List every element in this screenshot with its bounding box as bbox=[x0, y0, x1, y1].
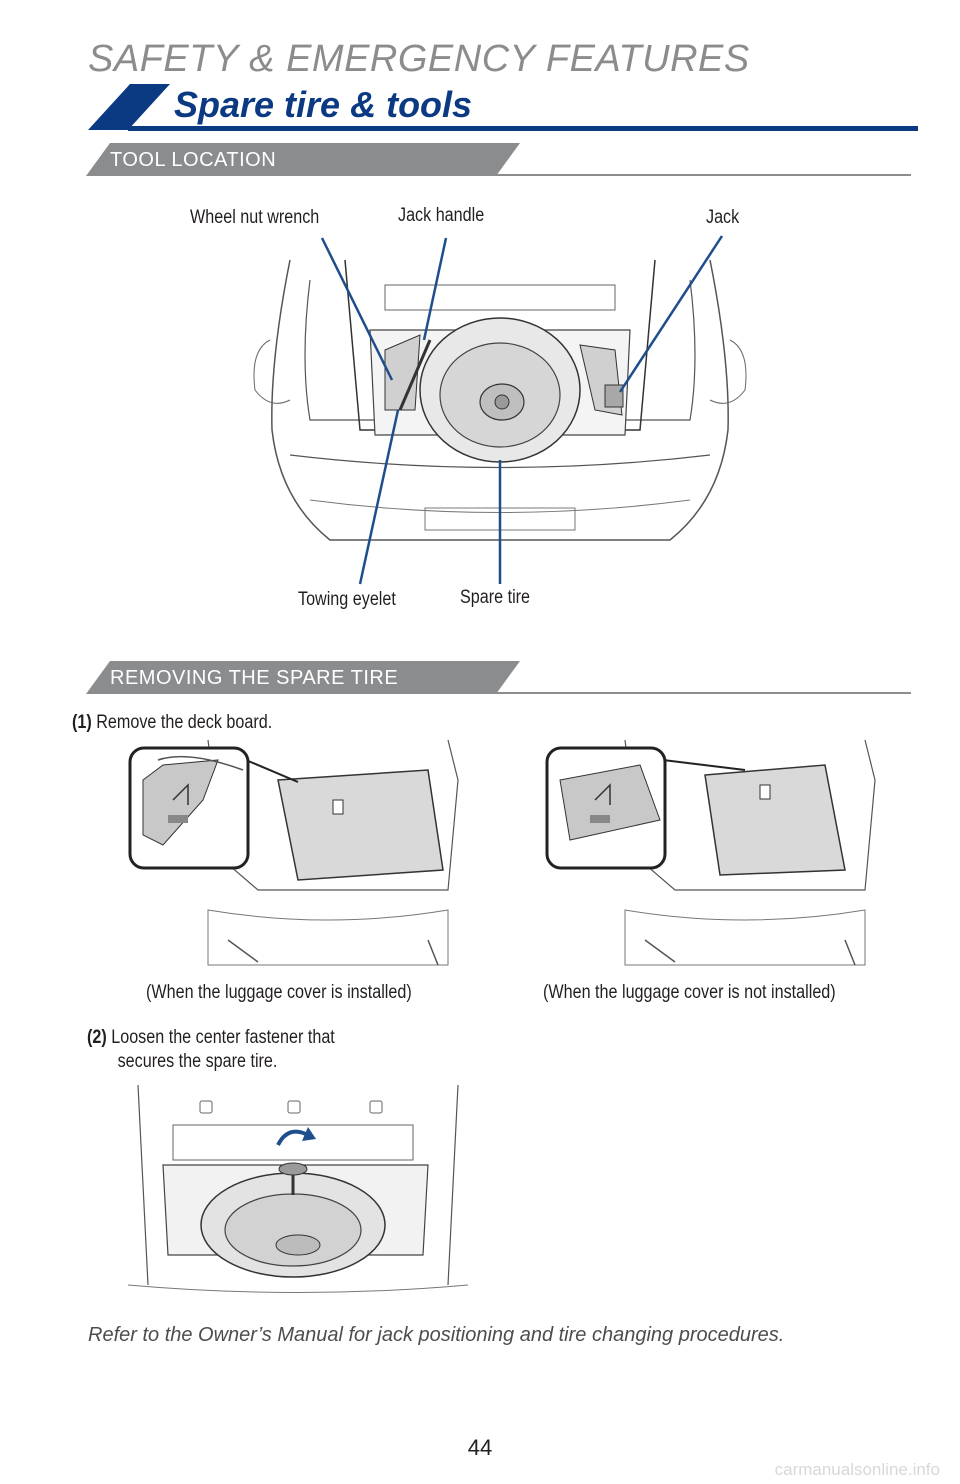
page-heading-bar bbox=[88, 84, 918, 131]
callout-towing-eyelet: Towing eyelet bbox=[298, 589, 396, 610]
watermark: carmanualsonline.info bbox=[774, 1460, 940, 1479]
callout-spare-tire: Spare tire bbox=[460, 587, 531, 608]
section-title: SAFETY & EMERGENCY FEATURES bbox=[88, 38, 750, 80]
deck-board-illustration-cover-not-installed bbox=[545, 739, 876, 966]
callout-jack: Jack bbox=[706, 207, 740, 228]
footer-note: Refer to the Owner’s Manual for jack pos… bbox=[88, 1324, 785, 1346]
subhead-tool-location: TOOL LOCATION bbox=[110, 149, 277, 171]
step-2-number: (2) bbox=[87, 1027, 107, 1048]
callout-jack-handle: Jack handle bbox=[398, 205, 485, 226]
deck-board-illustration-cover-installed bbox=[128, 739, 459, 966]
step-2: (2) Loosen the center fastener that secu… bbox=[87, 1026, 335, 1074]
page-heading: Spare tire & tools bbox=[174, 84, 473, 125]
center-fastener-illustration bbox=[127, 1084, 469, 1293]
subhead-tab-removing bbox=[86, 661, 911, 694]
step-2-line-2: secures the spare tire. bbox=[117, 1051, 278, 1072]
step-1: (1) Remove the deck board. bbox=[72, 711, 272, 735]
subhead-removing: REMOVING THE SPARE TIRE bbox=[110, 667, 399, 689]
callout-lines bbox=[320, 235, 724, 585]
step-2-line-1: Loosen the center fastener that bbox=[111, 1027, 335, 1048]
page-number: 44 bbox=[467, 1435, 493, 1460]
callout-wheel-nut-wrench: Wheel nut wrench bbox=[190, 207, 320, 228]
step-1-text: Remove the deck board. bbox=[96, 712, 273, 733]
caption-cover-not-installed: (When the luggage cover is not installed… bbox=[543, 982, 836, 1003]
step-1-number: (1) bbox=[72, 712, 92, 733]
caption-cover-installed: (When the luggage cover is installed) bbox=[146, 982, 412, 1003]
subhead-tab-tool-location bbox=[86, 143, 911, 176]
